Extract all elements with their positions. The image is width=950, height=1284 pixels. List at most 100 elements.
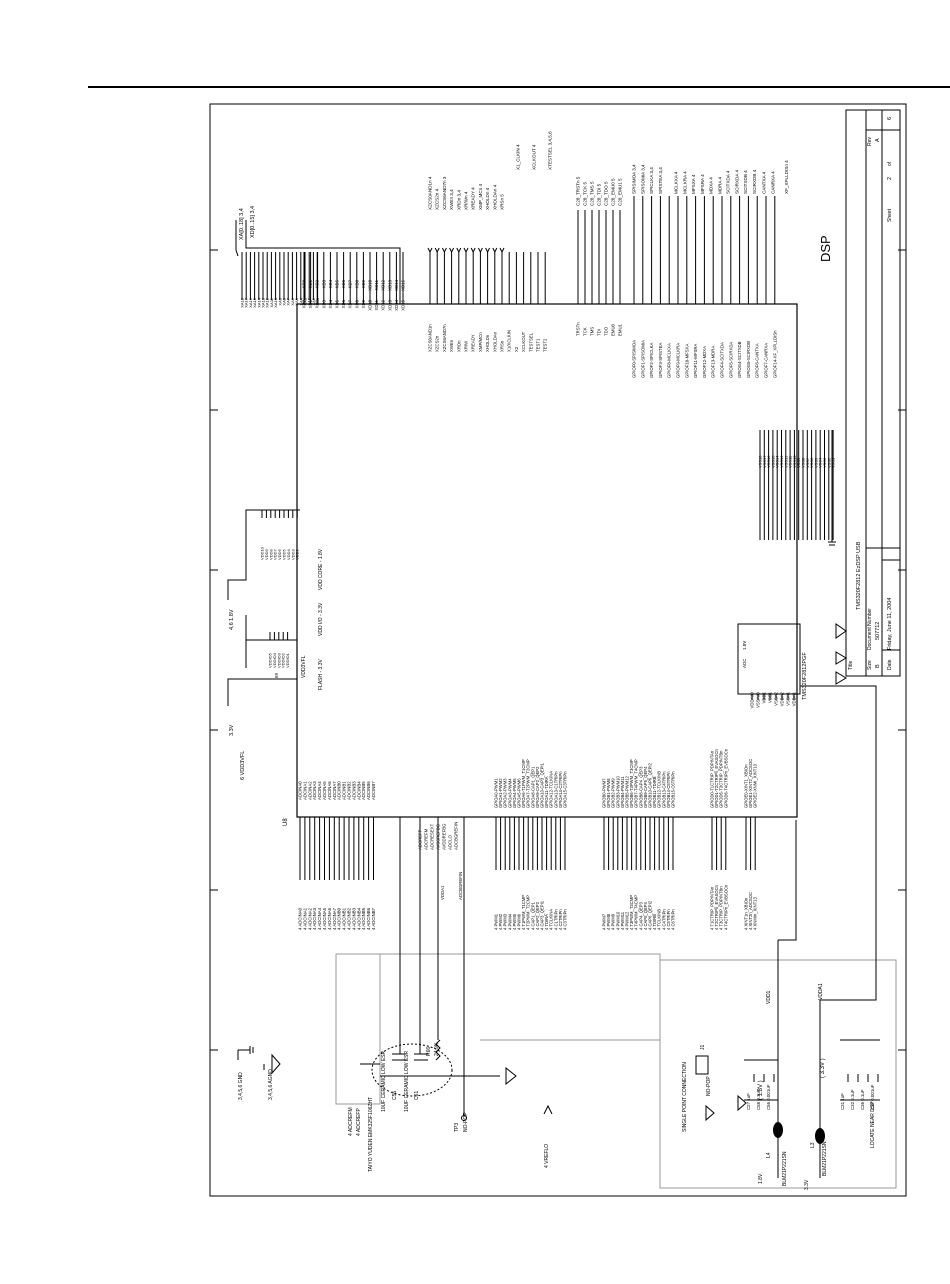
vss-pin-label: VSS10 (792, 455, 797, 468)
pwm-a-net-label: 4 TDIRA (544, 914, 549, 930)
xa-pin-label: XA13 (261, 297, 266, 308)
gpiob-pin-label: GPIOB15-C6TRIPn (671, 771, 676, 808)
xa-pin-label: XA15 (252, 297, 257, 308)
xd-net-label: XD11 (374, 279, 379, 290)
adcin-net-label: 4 ADCINB1 (342, 907, 347, 930)
xd-net-label: XD4 (328, 279, 333, 288)
pwm-b-net-label: 4 PWM9 (611, 913, 616, 930)
xint-net-label: 4 XNMIn_XINT13 (753, 897, 758, 930)
vss-pin-label: VSS12 (783, 455, 788, 468)
gpiob-pin-label: GPIOB8-CAP4_QEP3 (638, 766, 643, 808)
gpiof-pin-label: GPIOF1-SPISOMIA (640, 340, 645, 378)
net-flag (470, 247, 476, 254)
xd-pin-label: XD5 (335, 299, 340, 308)
xd-pin-label: XD11 (374, 299, 379, 310)
gpiob-pin-label: GPIOB7-T4PWM_T4CMP (634, 759, 639, 808)
vdd3vfl-pin-num: 69 (274, 672, 279, 678)
cap-group-outline (371, 1043, 453, 1097)
ctrl-net-label: XZCS0AND1n 4 (428, 176, 433, 210)
c55-label: C55 (392, 1091, 398, 1100)
trip-net-label: 4 T1CTRIP_PDPINTAn (710, 886, 715, 930)
xd-net-label: XD5 (335, 279, 340, 288)
net-flag (449, 247, 455, 254)
vddio-pin-label: VDDIO2 (281, 652, 286, 668)
title-block: Title TMS320F2812 EzDSP USB Size B Docum… (845, 109, 901, 677)
adcref-pin-label: ADCRESEXT (430, 823, 435, 850)
vss-pin-label: VSS17 (762, 455, 767, 468)
ctrl-pin-label: XRSn (500, 340, 505, 352)
adc-supply-pin-label: VSS1 (768, 691, 773, 703)
vdd-io-label: VDD I/O - 3.3V (318, 602, 324, 636)
xa-pin-label: XA3 (303, 297, 308, 305)
pwm-a-net-label: 4 PWM6 (517, 913, 522, 930)
adcin-pin-label: ADCINB5 (361, 781, 366, 800)
cap-top-label: C56 0.001uF (766, 1084, 771, 1110)
ctrl-pin-label: XCLKOUT (521, 331, 526, 352)
ctrl-net-label: XWEn 3,4 (449, 189, 454, 210)
pwm-a-net-label: 4 PWM3 (503, 913, 508, 930)
region-line-left (335, 954, 381, 1105)
chip-part: TMS320F2812PGF (802, 652, 808, 700)
spi-net-label: SPISTEA 3,4 (658, 167, 663, 194)
gpiob-pin-label: GPIOB11-TDIRB (652, 776, 657, 808)
gpioa-pin-label: GPIOA4-PWM5 (512, 778, 517, 808)
v18-supply-label: 1.8V (758, 1173, 764, 1184)
gpioa-pin-label: GPIOA11-TDIRA (544, 776, 549, 808)
adcin-net-label: 4 ADCINA2 (307, 907, 312, 930)
vss-pin-label: VSS9 (796, 457, 801, 468)
adcin-net-label: 4 ADCINA7 (332, 907, 337, 930)
jtag-net-label: C28_TMS 5 (590, 181, 595, 206)
vdda1-voltage-label: ( 3.3V ) (820, 1058, 826, 1078)
ctrl-net-label: XHOLDAn 4 (492, 184, 497, 210)
adcin-net-label: 4 ADCINB7 (371, 907, 376, 930)
gpioe-pin-label: GPIOE2-XNMI_XINT13 (753, 763, 758, 808)
j1-nopop-label: NO-POP (706, 1076, 712, 1096)
gpiob-pin-label: GPIOB9-CAP5_QEP4 (643, 766, 648, 808)
power-wiring (744, 685, 880, 1178)
pwm-a-net-label: 4 CAP1_QEP1 (530, 901, 535, 930)
gpiob-pin-label: GPIOB6-T3PWM_T3CMP (629, 759, 634, 808)
sci-net-label: SCITXDB 4 (743, 170, 748, 194)
can-net-label: CANTXA 4 (762, 171, 767, 194)
xd-bus-label: XD[0..15] 3,4 (250, 206, 256, 238)
adc-supply-pin-label: VSSAIO (756, 691, 761, 708)
pwm-a-net-label: 4 PWM5 (512, 913, 517, 930)
pwm-a-net-label: 4 C1TRIPn (553, 909, 558, 930)
ctrl-net-label: XRDn 3,4 (456, 190, 461, 210)
tp3-symbol (461, 1115, 467, 1121)
v18-net-label: 4,6 1.8V (229, 609, 235, 630)
vss-pin-label: VSS5 (813, 457, 818, 468)
ctrl-pin-label: XHOLDn (485, 334, 490, 352)
mcbsp-net-label: MDRA 4 (718, 176, 723, 194)
cap-bot-label: C31 1uF (840, 1093, 845, 1110)
ctrl-pin-label: XRDn (456, 340, 461, 352)
xd-net-label: XD9 (361, 279, 366, 288)
gpioa-pin-label: GPIOA2-PWM3 (503, 778, 508, 808)
pwm-a-net-label: 4 T1PWM_T1CMP (521, 895, 526, 930)
adc-box (737, 623, 801, 695)
gpiof-pin-label: GPIOF6-CANTXA (755, 343, 760, 378)
adcin-net-label: 4 ADCINA6 (327, 907, 332, 930)
docnum-value: 507712 (875, 622, 881, 640)
date-label: Date (887, 659, 893, 670)
ctrl-net-label: XZCS2n 4 (435, 188, 440, 210)
vdd-pin-label: VDD4 (286, 549, 291, 560)
flash-label: FLASH - 3.3V (318, 658, 324, 690)
xd-net-label: XD15 (401, 279, 406, 290)
xa-pin-label: XA14 (256, 297, 261, 308)
ctrl-net-label: XZCS6AND7n 3 (442, 176, 447, 210)
chip-refdes: U8 (283, 818, 289, 826)
xa-pin-label: XA18 (240, 297, 245, 308)
gpiob-pin-label: GPIOB2-PWM9 (611, 778, 616, 808)
gpioa-pin-label: GPIOA15-C3TRIPn (563, 771, 568, 808)
xa-pin-label: XA8 (282, 297, 287, 305)
vss-pin-label: VSS6 (809, 457, 814, 468)
net-flag (499, 247, 505, 254)
size-value: B (875, 664, 881, 668)
